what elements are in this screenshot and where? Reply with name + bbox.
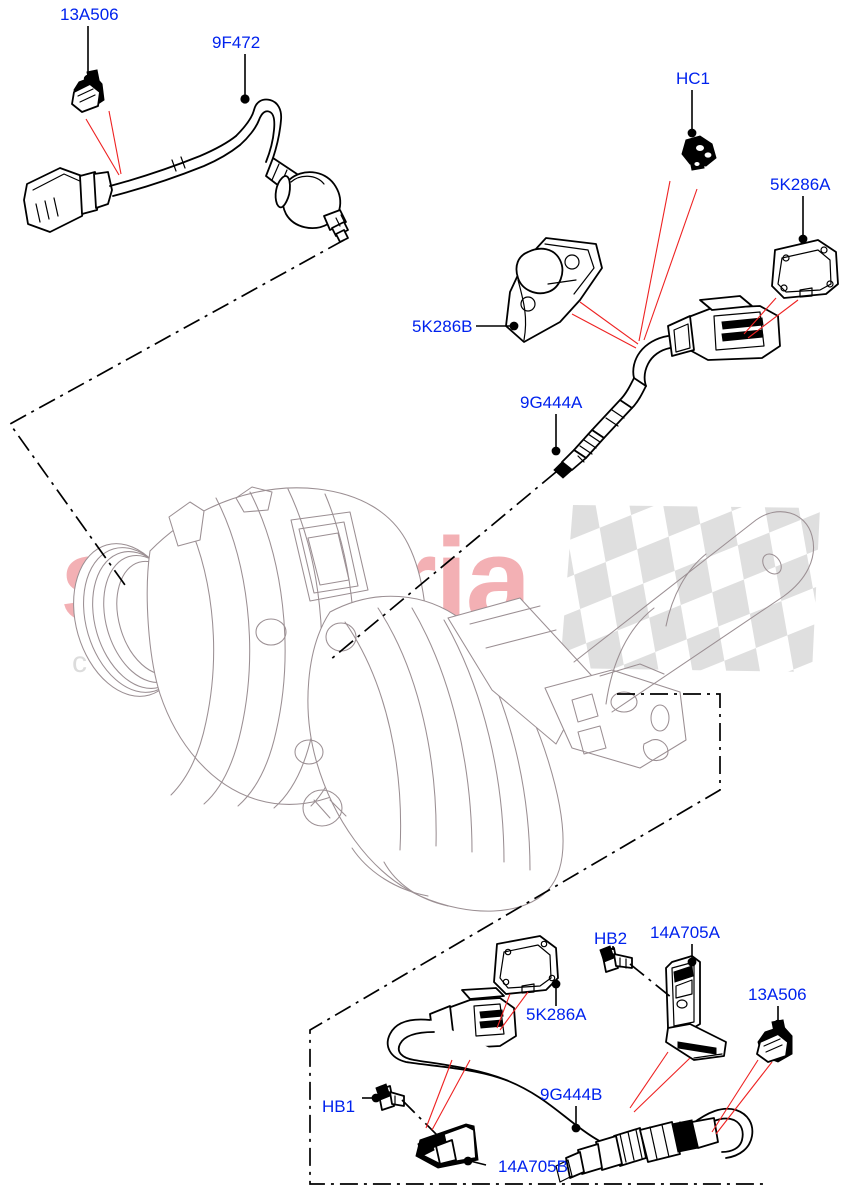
callout-anchor-dot <box>687 128 697 138</box>
callout-label: 13A506 <box>60 5 119 24</box>
callout-9G444B[interactable]: 9G444B <box>540 1085 602 1133</box>
callout-HB1[interactable]: HB1 <box>322 1093 381 1116</box>
callout-label: 9G444B <box>540 1085 602 1104</box>
connector-bracket-5K286B <box>505 237 603 343</box>
callout-anchor-dot <box>240 94 250 104</box>
callout-anchor-dot <box>602 947 612 957</box>
callout-5K286B[interactable]: 5K286B <box>412 317 519 336</box>
oxygen-sensor-9G444B <box>386 987 754 1183</box>
pointer-lines <box>85 110 799 1135</box>
callout-anchor-dot <box>463 1156 473 1166</box>
callout-HC1[interactable]: HC1 <box>676 69 710 138</box>
hose-clip-HC1 <box>681 135 717 171</box>
callout-label: 9G444A <box>520 393 583 412</box>
callout-label: 5K286A <box>770 175 831 194</box>
callout-anchor-dot <box>551 446 561 456</box>
callout-HB2[interactable]: HB2 <box>594 929 627 957</box>
harness-clip-13A506-upper <box>71 69 105 113</box>
callout-13A506-lower[interactable]: 13A506 <box>748 985 807 1029</box>
callout-anchor-dot <box>687 957 697 967</box>
callout-anchor-dot <box>773 1019 783 1029</box>
catalytic-converter-assembly <box>73 486 814 912</box>
callout-label: 5K286B <box>412 317 473 336</box>
callout-anchor-dot <box>551 979 561 989</box>
callout-anchor-dot <box>371 1093 381 1103</box>
assembly-reference-lines <box>8 239 768 1185</box>
harness-clip-13A506-lower <box>756 1019 793 1063</box>
callout-anchor-dot <box>83 74 93 84</box>
callout-5K286A-lower[interactable]: 5K286A <box>526 979 587 1024</box>
callout-9G444A[interactable]: 9G444A <box>520 393 583 456</box>
callout-anchor-dot <box>798 234 808 244</box>
bolt-HB1 <box>375 1083 405 1111</box>
callout-label: 14A705B <box>498 1157 568 1176</box>
callout-anchor-dot <box>509 321 519 331</box>
harness-bracket-14A705A <box>665 955 727 1061</box>
callout-anchor-dot <box>571 1123 581 1133</box>
callout-13A506-upper[interactable]: 13A506 <box>60 5 119 84</box>
checkered-flag-watermark <box>560 505 820 672</box>
callout-label: HB2 <box>594 929 627 948</box>
callout-label: 13A506 <box>748 985 807 1004</box>
harness-bracket-14A705B <box>415 1123 479 1169</box>
callout-5K286A-upper[interactable]: 5K286A <box>770 175 831 244</box>
callout-9F472[interactable]: 9F472 <box>212 33 260 104</box>
callout-label: HC1 <box>676 69 710 88</box>
callout-label: 14A705A <box>650 923 721 942</box>
callout-14A705B[interactable]: 14A705B <box>463 1156 568 1176</box>
connector-bracket-cover-5K286A-upper <box>771 239 839 299</box>
callout-label: HB1 <box>322 1097 355 1116</box>
callout-14A705A[interactable]: 14A705A <box>650 923 721 967</box>
callout-label: 5K286A <box>526 1005 587 1024</box>
exhaust-gas-temperature-sensor-9F472 <box>23 98 349 243</box>
callout-label: 9F472 <box>212 33 260 52</box>
